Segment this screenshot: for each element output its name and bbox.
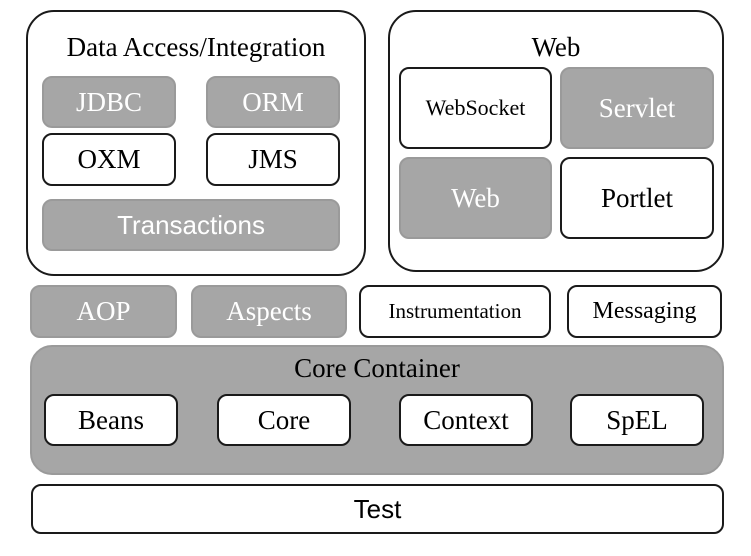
context-module: Context <box>399 394 533 446</box>
web-module: Web <box>399 157 552 239</box>
data-access-integration-title: Data Access/Integration <box>66 32 326 62</box>
aspects-module: Aspects <box>191 285 347 338</box>
messaging-module: Messaging <box>567 285 722 338</box>
websocket-module: WebSocket <box>399 67 552 149</box>
orm-module: ORM <box>206 76 340 128</box>
beans-module: Beans <box>44 394 178 446</box>
transactions-module: Transactions <box>42 199 340 251</box>
portlet-module: Portlet <box>560 157 714 239</box>
test-module: Test <box>31 484 724 534</box>
oxm-module: OXM <box>42 133 176 186</box>
instrumentation-module: Instrumentation <box>359 285 551 338</box>
core-module: Core <box>217 394 351 446</box>
core-container-title: Core Container <box>294 353 460 383</box>
spel-module: SpEL <box>570 394 704 446</box>
aop-module: AOP <box>30 285 177 338</box>
jdbc-module: JDBC <box>42 76 176 128</box>
web-group-title: Web <box>531 32 581 62</box>
servlet-module: Servlet <box>560 67 714 149</box>
jms-module: JMS <box>206 133 340 186</box>
